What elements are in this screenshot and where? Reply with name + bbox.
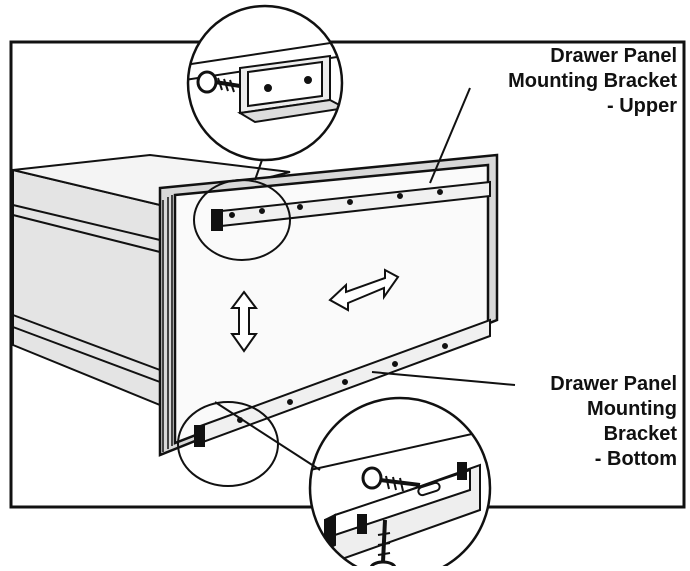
- vertical-adjust-arrow: [230, 290, 258, 353]
- horizontal-adjust-arrow: [328, 268, 400, 312]
- callout-leader-lines: [214, 87, 516, 471]
- upper-detail-view: [186, 4, 344, 162]
- bottom-label-line-2: Mounting: [587, 398, 677, 420]
- bottom-label-line-4: - Bottom: [594, 448, 677, 470]
- drawer-box: [12, 153, 291, 407]
- upper-detail-marker: [193, 179, 291, 261]
- bottom-label-line-1: Drawer Panel: [550, 373, 677, 395]
- upper-label-line-2: Mounting Bracket: [508, 70, 677, 92]
- drawer-front-panel: [158, 153, 499, 457]
- bottom-label-line-3: Bracket: [603, 423, 677, 445]
- upper-label-line-3: - Upper: [607, 95, 677, 117]
- bottom-bracket-label: Drawer Panel Mounting Bracket - Bottom: [550, 372, 677, 472]
- bottom-detail-marker: [177, 401, 279, 487]
- upper-bracket-label: Drawer Panel Mounting Bracket - Upper: [508, 44, 677, 119]
- upper-bracket: [211, 180, 491, 231]
- bottom-detail-view: [308, 396, 492, 571]
- upper-label-line-1: Drawer Panel: [550, 45, 677, 67]
